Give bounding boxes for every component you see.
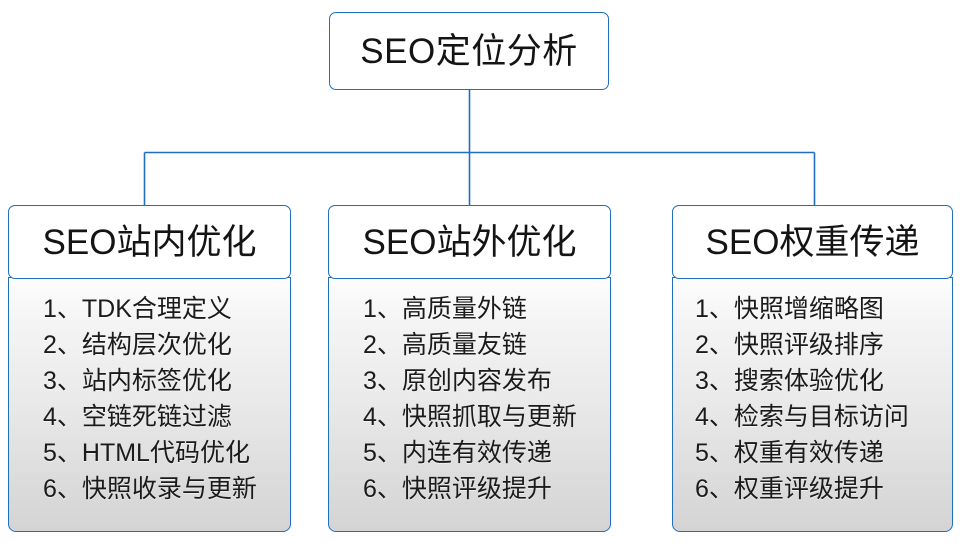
list-item: 2、快照评级排序 <box>695 331 884 360</box>
branch-header-1[interactable]: SEO站内优化 <box>8 205 291 279</box>
branch-list-1: 1、TDK合理定义 2、结构层次优化 3、站内标签优化 4、空链死链过滤 5、H… <box>8 277 291 533</box>
list-item: 2、结构层次优化 <box>43 331 232 360</box>
list-item: 4、检索与目标访问 <box>695 403 909 432</box>
list-item: 4、快照抓取与更新 <box>363 403 577 432</box>
branch-column-1: SEO站内优化 1、TDK合理定义 2、结构层次优化 3、站内标签优化 4、空链… <box>8 205 291 533</box>
branch-header-label-2: SEO站外优化 <box>362 222 577 262</box>
list-item: 5、内连有效传递 <box>363 439 552 468</box>
branch-header-label-1: SEO站内优化 <box>42 222 257 262</box>
list-item: 1、快照增缩略图 <box>695 295 884 324</box>
list-item: 1、TDK合理定义 <box>43 295 232 324</box>
branch-list-3: 1、快照增缩略图 2、快照评级排序 3、搜索体验优化 4、检索与目标访问 5、权… <box>672 277 953 533</box>
list-item: 5、HTML代码优化 <box>43 439 250 468</box>
list-item: 5、权重有效传递 <box>695 439 884 468</box>
list-item: 1、高质量外链 <box>363 295 527 324</box>
list-item: 4、空链死链过滤 <box>43 403 232 432</box>
branch-header-2[interactable]: SEO站外优化 <box>328 205 611 279</box>
list-item: 6、快照收录与更新 <box>43 475 257 504</box>
list-item: 3、原创内容发布 <box>363 367 552 396</box>
list-item: 2、高质量友链 <box>363 331 527 360</box>
list-item: 3、搜索体验优化 <box>695 367 884 396</box>
branch-header-label-3: SEO权重传递 <box>705 222 920 262</box>
list-item: 6、权重评级提升 <box>695 475 884 504</box>
branch-column-2: SEO站外优化 1、高质量外链 2、高质量友链 3、原创内容发布 4、快照抓取与… <box>328 205 611 533</box>
list-item: 6、快照评级提升 <box>363 475 552 504</box>
branch-header-3[interactable]: SEO权重传递 <box>672 205 953 279</box>
branch-list-2: 1、高质量外链 2、高质量友链 3、原创内容发布 4、快照抓取与更新 5、内连有… <box>328 277 611 533</box>
branch-column-3: SEO权重传递 1、快照增缩略图 2、快照评级排序 3、搜索体验优化 4、检索与… <box>672 205 953 533</box>
root-node[interactable]: SEO定位分析 <box>329 12 609 90</box>
root-node-label: SEO定位分析 <box>360 31 578 71</box>
list-item: 3、站内标签优化 <box>43 367 232 396</box>
